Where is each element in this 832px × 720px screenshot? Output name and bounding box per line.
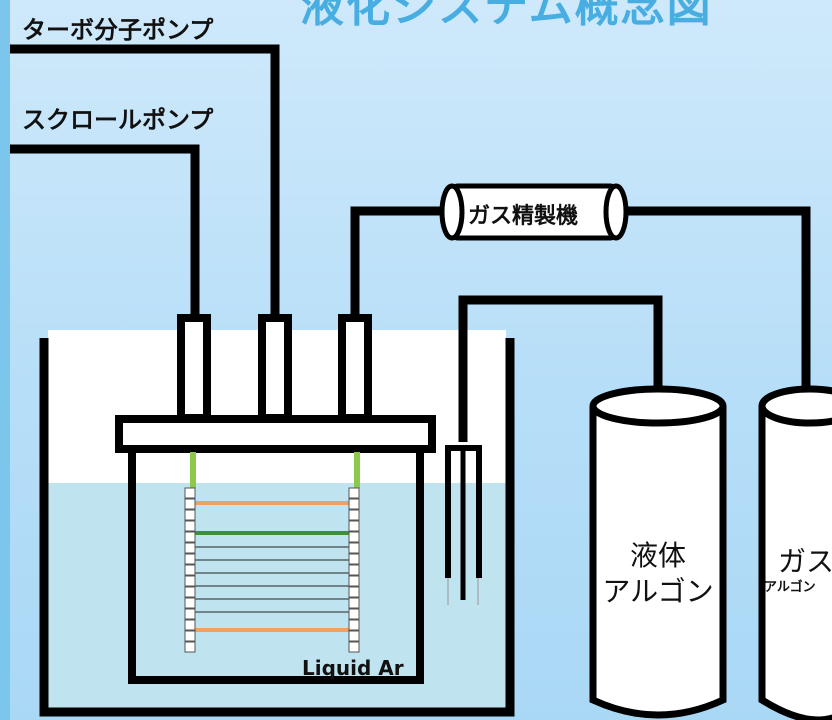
port-gas [338, 314, 372, 422]
spacer-block [348, 553, 360, 565]
spacer-block [348, 619, 360, 631]
gas-purifier-right-cap [603, 183, 629, 241]
spacer-block [184, 608, 196, 620]
spacer-block [348, 542, 360, 554]
spacer-block [184, 509, 196, 521]
spacer-block [348, 509, 360, 521]
spacer-block [184, 498, 196, 510]
spacer-block [348, 575, 360, 587]
page-title: 液化システム概念図 [300, 0, 713, 32]
spacer-block [184, 641, 196, 653]
pipe-gas-line [350, 206, 446, 318]
spacer-block [348, 498, 360, 510]
port-turbo [258, 314, 292, 422]
spacer-block [348, 520, 360, 532]
spacer-block [348, 487, 360, 499]
left-accent-strip [0, 0, 10, 720]
top-flange [115, 415, 436, 453]
spacer-block [184, 487, 196, 499]
spacer-block [348, 597, 360, 609]
spacer-block [348, 641, 360, 653]
spacer-block [184, 597, 196, 609]
spacer-block [184, 586, 196, 598]
pipe-liquid-line [458, 295, 663, 442]
spacer-block [348, 564, 360, 576]
spacer-block [184, 520, 196, 532]
spacer-block [348, 531, 360, 543]
liquid-argon-tank-top [589, 385, 727, 427]
liquid-ar-label: Liquid Ar [302, 656, 404, 680]
gas-argon-tank-label: ガス [778, 545, 832, 578]
gas-argon-tank-sublabel: アルゴン [764, 580, 816, 595]
turbo-pump-label: ターボ分子ポンプ [22, 16, 214, 44]
field-cage [193, 501, 357, 632]
pipe-turbo-pump [10, 44, 280, 318]
pipe-purifier-to-gas-tank [620, 206, 811, 395]
inner-vessel [128, 450, 424, 684]
port-scroll [177, 314, 211, 422]
field-cage-spacers [184, 487, 360, 653]
pipe-scroll-pump [10, 144, 200, 318]
gas-purifier-label: ガス精製機 [468, 204, 579, 229]
spacer-block [184, 542, 196, 554]
liquid-argon-tank-label: 液体 アルゴン [602, 539, 714, 608]
spacer-block [184, 630, 196, 642]
dewar-liquid [48, 483, 506, 710]
gas-purifier-left-cap [439, 183, 465, 241]
gas-argon-tank-body [758, 406, 832, 720]
gas-argon-tank-top [758, 385, 832, 427]
spacer-block [184, 531, 196, 543]
spacer-block [184, 564, 196, 576]
spacer-block [348, 630, 360, 642]
scroll-pump-label: スクロールポンプ [22, 106, 214, 134]
liquid-argon-tank-body [589, 406, 727, 719]
spacer-block [184, 553, 196, 565]
spacer-block [184, 619, 196, 631]
spacer-block [184, 575, 196, 587]
dewar-outer-wall [39, 338, 515, 717]
spacer-block [348, 608, 360, 620]
spacer-block [348, 586, 360, 598]
